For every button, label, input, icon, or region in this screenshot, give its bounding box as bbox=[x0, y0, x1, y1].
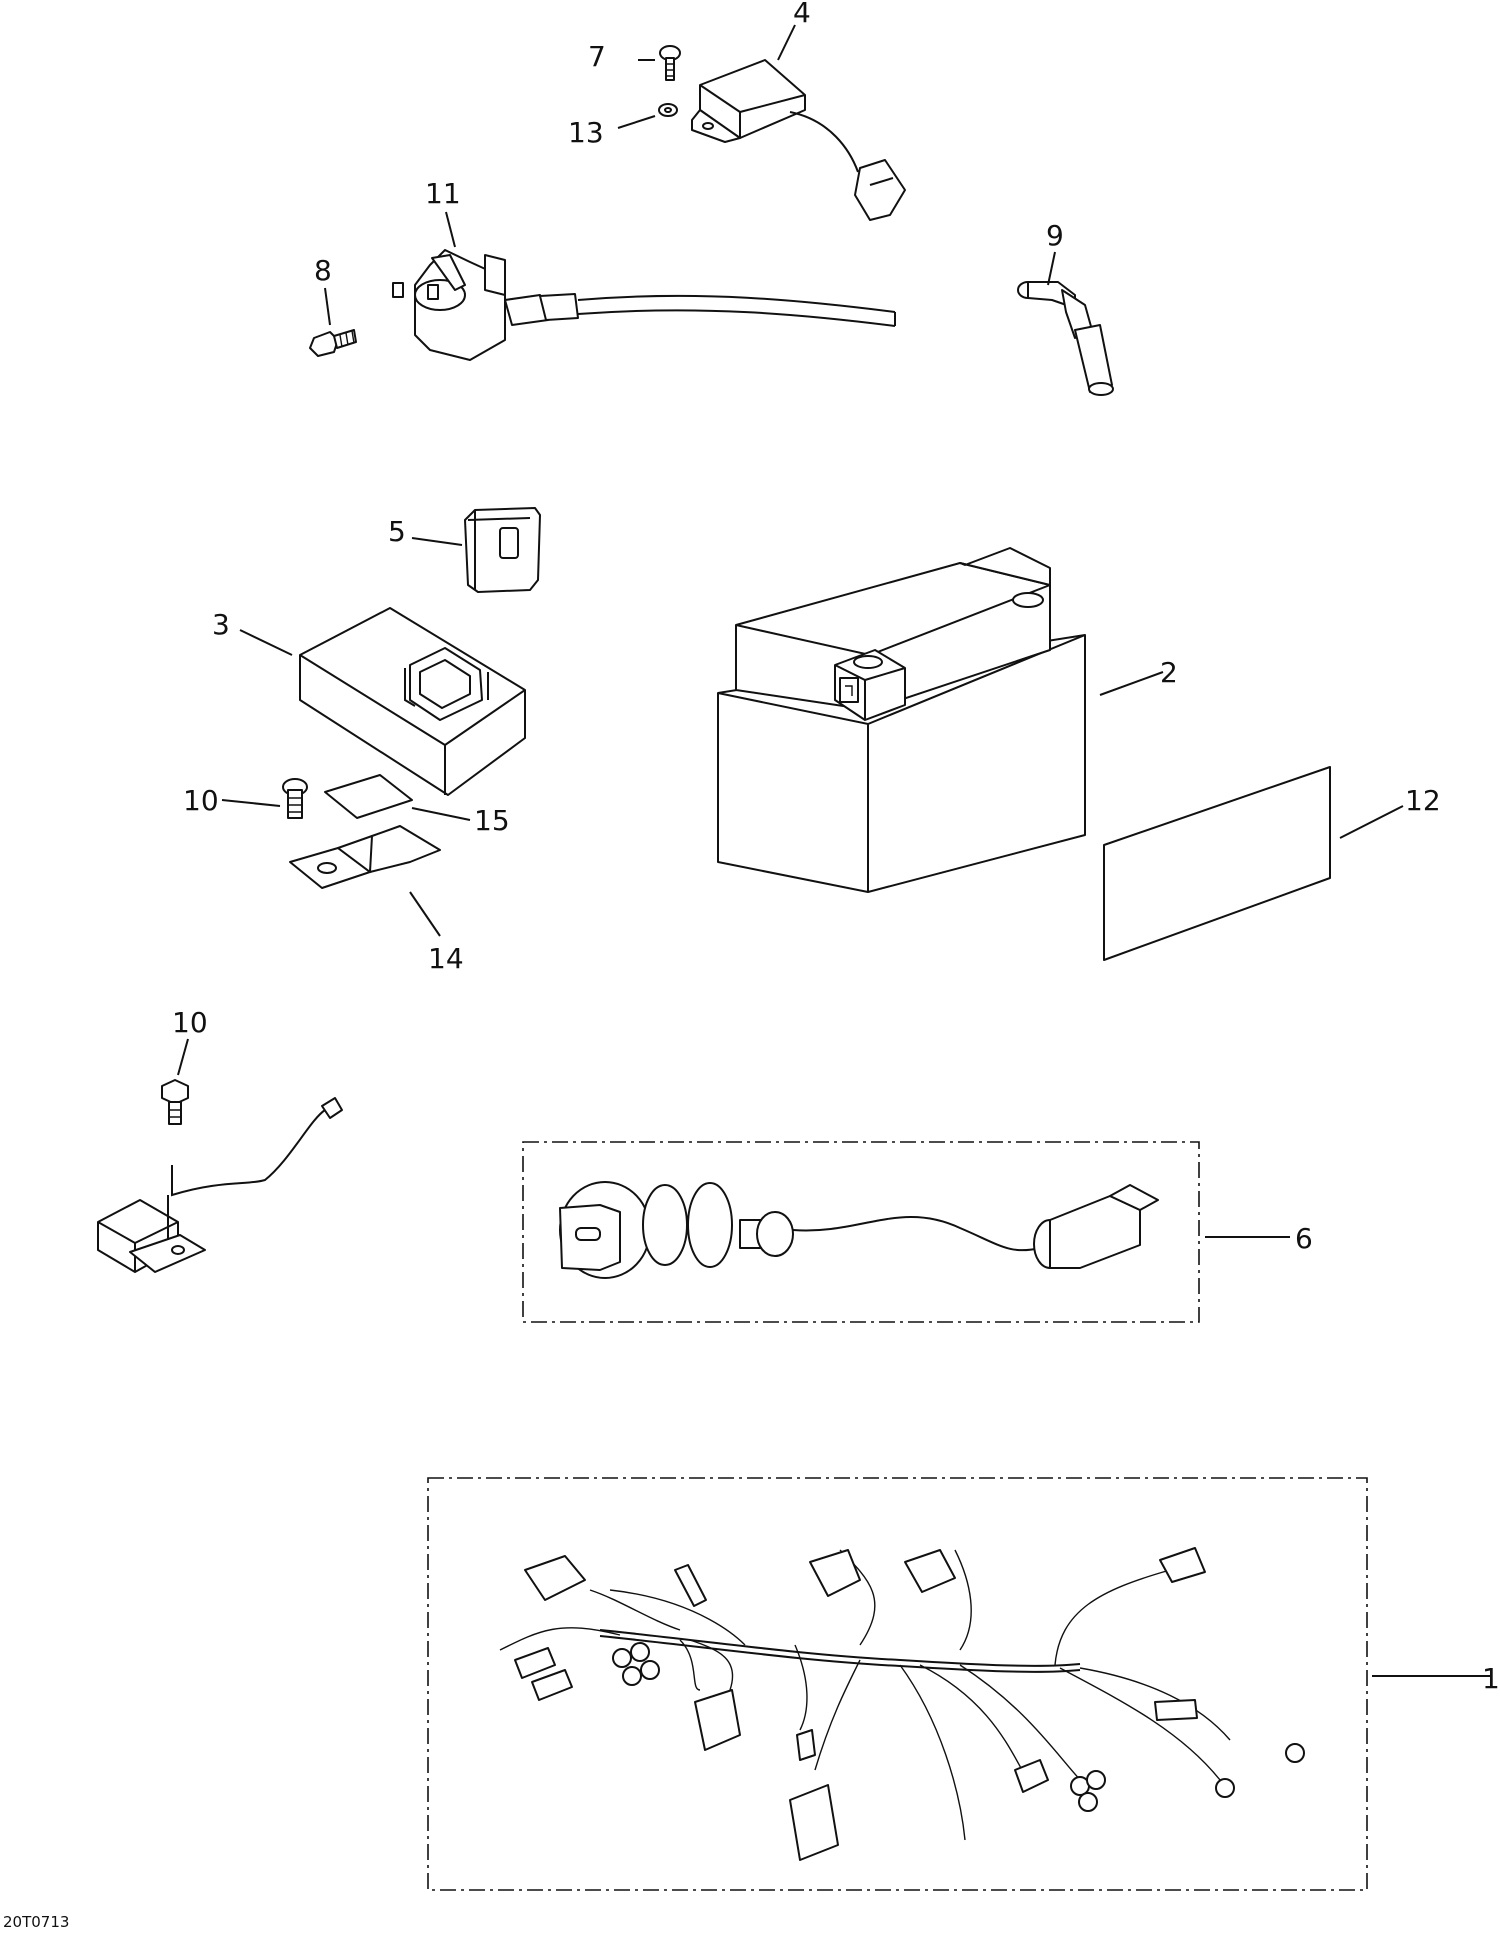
callout-1: 1 bbox=[1482, 1662, 1500, 1695]
part-2-battery bbox=[717, 547, 1086, 893]
part-6-ignition-switch bbox=[559, 1181, 1159, 1279]
lower-sensor-assembly bbox=[97, 1097, 343, 1273]
callout-15: 15 bbox=[474, 804, 510, 837]
part-5-relay bbox=[464, 507, 541, 593]
part-12-sheet bbox=[1103, 766, 1331, 961]
callout-10-upper: 10 bbox=[183, 784, 219, 817]
part-13-washer bbox=[658, 103, 678, 117]
part-1-group-frame bbox=[427, 1477, 1368, 1891]
callout-5: 5 bbox=[388, 515, 406, 548]
part-14-bracket bbox=[289, 825, 441, 889]
callout-6: 6 bbox=[1295, 1222, 1313, 1255]
part-11-ignition-coil bbox=[392, 249, 896, 361]
callout-14: 14 bbox=[428, 942, 464, 975]
callout-13: 13 bbox=[568, 116, 604, 149]
part-3-control-unit bbox=[299, 607, 526, 796]
part-10-bolt-upper bbox=[282, 778, 308, 819]
callout-8: 8 bbox=[314, 254, 332, 287]
part-10-bolt-lower bbox=[161, 1079, 189, 1125]
callout-9: 9 bbox=[1046, 219, 1064, 252]
callout-7: 7 bbox=[588, 40, 606, 73]
leader-lines bbox=[177, 24, 1490, 1677]
callout-10-lower: 10 bbox=[172, 1006, 208, 1039]
callout-12: 12 bbox=[1405, 784, 1441, 817]
callout-11: 11 bbox=[425, 177, 461, 210]
callout-labels: 4 7 13 11 8 9 5 3 2 12 10 15 14 10 6 1 2… bbox=[3, 0, 1500, 1931]
callout-4: 4 bbox=[793, 0, 811, 29]
part-6-group-frame bbox=[522, 1141, 1200, 1323]
callout-2: 2 bbox=[1160, 656, 1178, 689]
callout-3: 3 bbox=[212, 608, 230, 641]
part-7-screw bbox=[659, 45, 681, 81]
part-8-bolt bbox=[309, 329, 357, 357]
drawing-reference: 20T0713 bbox=[3, 1913, 69, 1931]
part-9-spark-plug-cap bbox=[1017, 281, 1114, 396]
part-4-module bbox=[691, 59, 906, 221]
part-1-wiring-harness bbox=[499, 1547, 1305, 1861]
part-15-pad bbox=[324, 774, 413, 819]
